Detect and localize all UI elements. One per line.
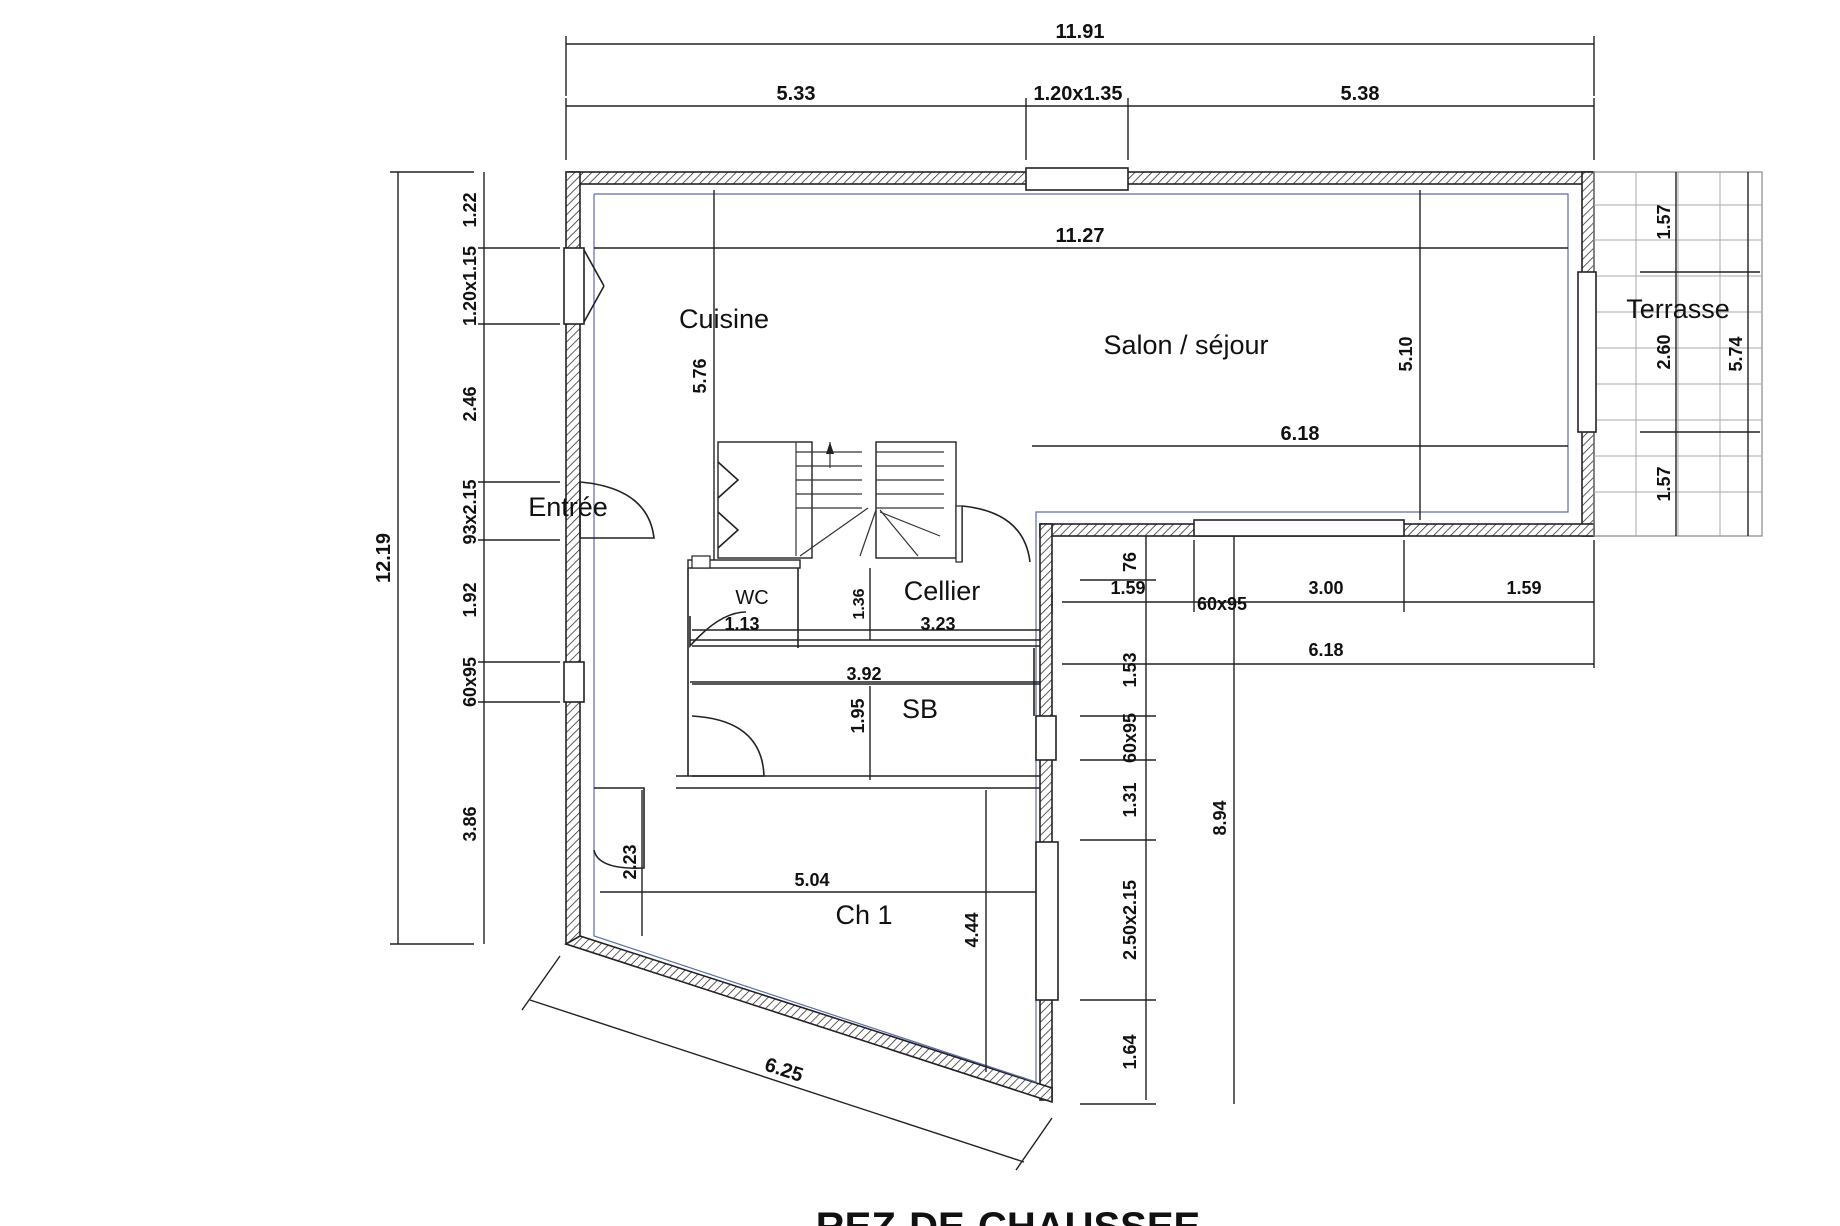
dim-diagonal: 6.25 bbox=[762, 1054, 806, 1087]
room-salon: Salon / séjour bbox=[1103, 330, 1268, 360]
dim-kitchen-depth: 5.76 bbox=[690, 358, 710, 393]
dim-terrace-1: 1.57 bbox=[1654, 204, 1674, 239]
dim-ch1-door: 2.23 bbox=[620, 844, 640, 879]
dimension-labels: 11.91 5.33 1.20x1.35 5.38 11.27 12.19 1.… bbox=[373, 21, 1746, 1087]
dim-right-2: 1.59 bbox=[1506, 578, 1541, 598]
room-entree: Entrée bbox=[528, 492, 608, 522]
dim-terrace-depth: 5.74 bbox=[1726, 336, 1746, 371]
room-terrasse: Terrasse bbox=[1626, 294, 1730, 324]
room-labels: Cuisine Salon / séjour Terrasse Entrée W… bbox=[528, 294, 1730, 930]
bay-window bbox=[1193, 519, 1405, 537]
dim-east-total: 8.94 bbox=[1210, 800, 1230, 835]
dim-terrace-2: 2.60 bbox=[1654, 334, 1674, 369]
bedroom-door bbox=[593, 787, 645, 869]
room-ch1: Ch 1 bbox=[835, 900, 892, 930]
dim-left-door: 93x2.15 bbox=[460, 479, 480, 544]
dim-salon-depth: 5.10 bbox=[1396, 336, 1416, 371]
dim-right-1: 1.59 bbox=[1110, 578, 1145, 598]
terrace-door bbox=[1577, 271, 1597, 433]
partitions bbox=[676, 506, 1040, 789]
dim-east-1: 76 bbox=[1120, 552, 1140, 572]
dim-cellier-width: 3.23 bbox=[920, 614, 955, 634]
openings bbox=[563, 167, 1597, 1001]
dim-left-window-1: 1.20x1.15 bbox=[460, 246, 480, 326]
dim-ch1-width: 5.04 bbox=[794, 870, 829, 890]
entrance-door bbox=[579, 481, 655, 539]
dim-wc-depth: 1.36 bbox=[851, 588, 868, 619]
dim-salon-width: 6.18 bbox=[1281, 423, 1320, 445]
dim-east-window: 60x95 bbox=[1120, 713, 1140, 763]
room-sb: SB bbox=[902, 694, 938, 724]
dim-top-right: 5.38 bbox=[1341, 83, 1380, 105]
dim-left-2: 2.46 bbox=[460, 386, 480, 421]
left-window-1 bbox=[563, 247, 585, 325]
dim-ch1-depth: 4.44 bbox=[962, 912, 982, 947]
staircase bbox=[691, 441, 963, 569]
dim-left-3: 1.92 bbox=[460, 582, 480, 617]
dim-right-window: 60x95 bbox=[1197, 594, 1247, 614]
dim-total-height: 12.19 bbox=[373, 533, 395, 583]
dimension-lines bbox=[390, 36, 1760, 1171]
dim-sb-depth: 1.95 bbox=[848, 698, 868, 733]
dim-inner-width: 11.27 bbox=[1056, 225, 1105, 247]
dim-left-4: 3.86 bbox=[460, 806, 480, 841]
left-window-2 bbox=[563, 661, 585, 703]
dim-top-window: 1.20x1.35 bbox=[1034, 83, 1123, 105]
bathroom-door bbox=[691, 715, 765, 777]
dim-left-1: 1.22 bbox=[460, 192, 480, 227]
dim-left-window-2: 60x95 bbox=[460, 657, 480, 707]
room-cuisine: Cuisine bbox=[679, 304, 769, 334]
east-window-2 bbox=[1035, 841, 1059, 1001]
dim-right-width: 6.18 bbox=[1308, 640, 1343, 660]
east-window-1 bbox=[1035, 715, 1057, 761]
dim-top-left: 5.33 bbox=[777, 83, 816, 105]
plan-title: REZ-DE-CHAUSSEE bbox=[816, 1205, 1200, 1226]
room-cellier: Cellier bbox=[904, 576, 981, 606]
top-window bbox=[1025, 167, 1129, 191]
dim-wc-width: 1.13 bbox=[724, 614, 759, 634]
wc-door bbox=[689, 611, 747, 649]
dim-east-2: 1.53 bbox=[1120, 652, 1140, 687]
inner-outlines bbox=[593, 193, 1569, 1083]
dim-east-4: 1.64 bbox=[1120, 1034, 1140, 1069]
dim-terrace-3: 1.57 bbox=[1654, 466, 1674, 501]
dim-sb-width: 3.92 bbox=[846, 664, 881, 684]
cellier-door bbox=[961, 505, 1031, 563]
dim-east-3: 1.31 bbox=[1120, 782, 1140, 817]
dim-total-width: 11.91 bbox=[1056, 21, 1105, 43]
room-wc: WC bbox=[735, 587, 768, 609]
dim-right-bay: 3.00 bbox=[1308, 578, 1343, 598]
dim-east-window-2: 2.50x2.15 bbox=[1120, 880, 1140, 960]
